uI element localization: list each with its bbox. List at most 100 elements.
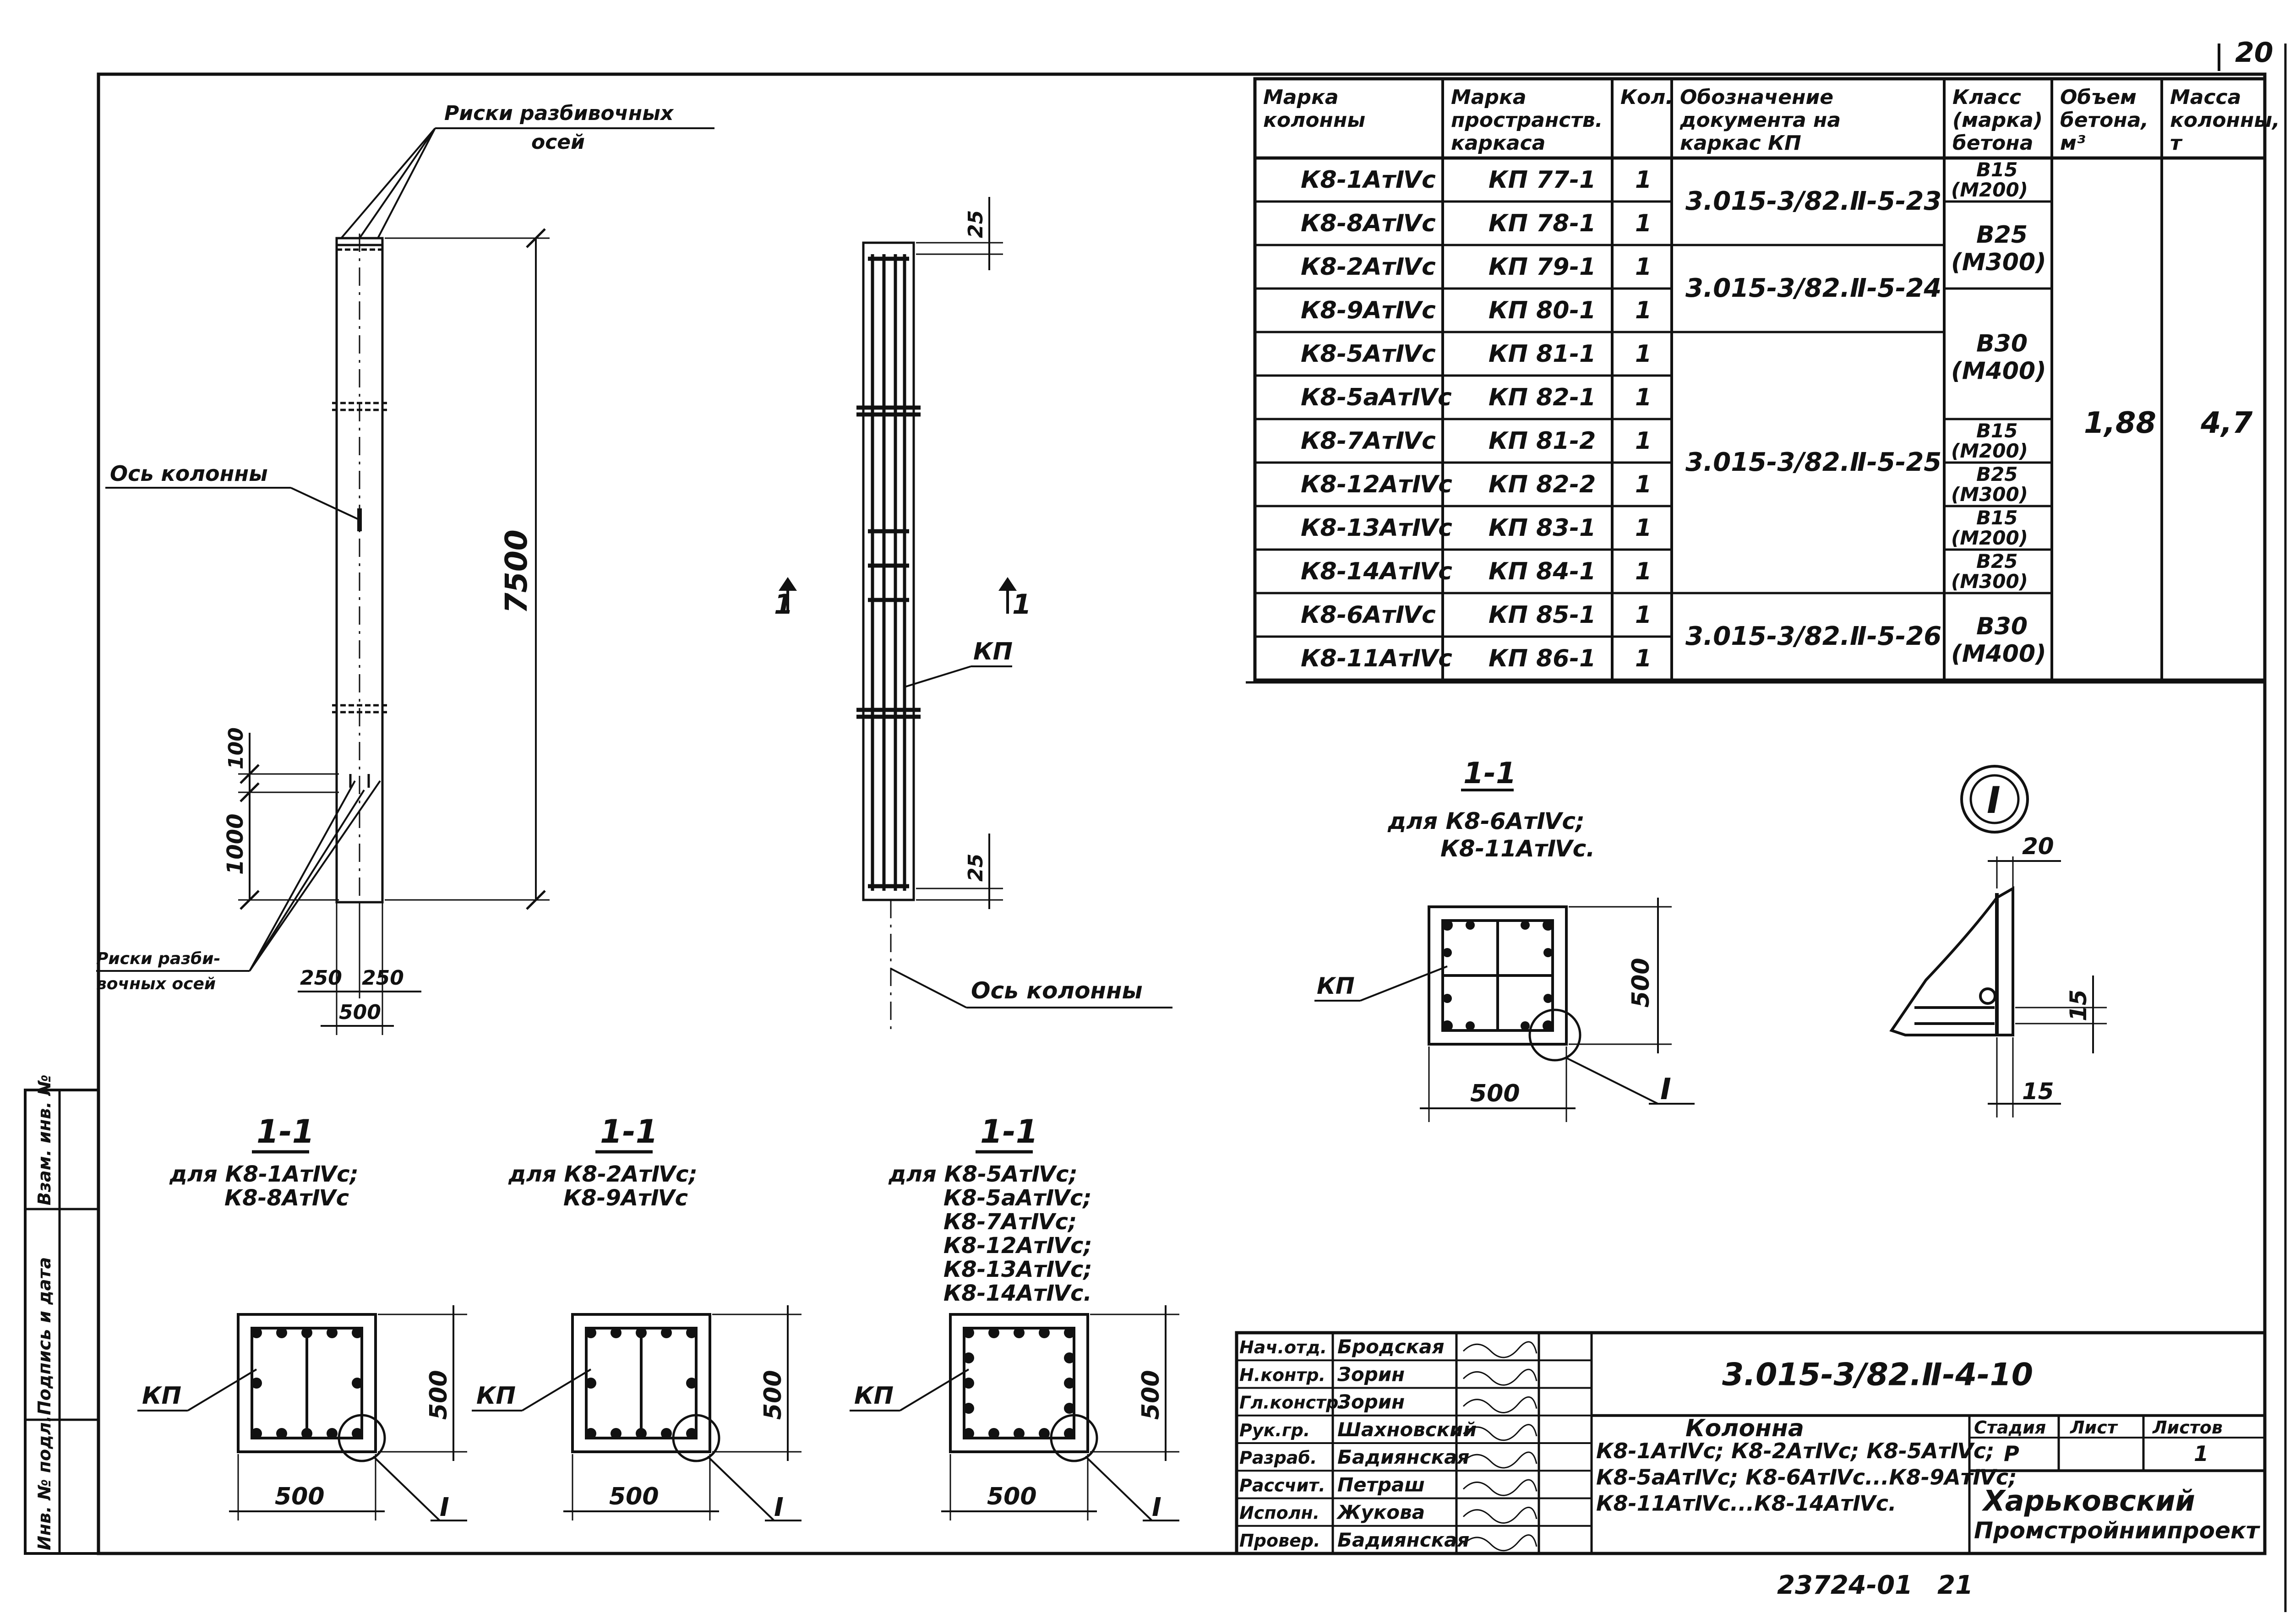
spec-doc-3: 3.015-3/82.Ⅱ-5-26: [1685, 621, 1941, 651]
spec-row-frame-8: КП 83-1: [1488, 514, 1596, 542]
spec-row-frame-4: КП 81-1: [1488, 340, 1596, 368]
spec-row-qty-5: 1: [1635, 384, 1652, 411]
title-role-5: Рассчит.: [1239, 1475, 1325, 1495]
bottom-section-caption-0-1: К8-8АтⅣс: [224, 1185, 349, 1211]
spec-header-3-2: каркас КП: [1680, 131, 1801, 155]
spec-row-column-8: К8-13АтⅣс: [1301, 514, 1452, 542]
bottom-section-caption-2-3: К8-12АтⅣс;: [943, 1233, 1092, 1259]
spec-concrete-2-a: В30: [1976, 330, 2028, 358]
label-risks-top-2: осей: [531, 131, 585, 154]
spec-row-column-4: К8-5АтⅣс: [1301, 340, 1436, 368]
dim-side-top: 25: [964, 210, 987, 238]
spec-row-frame-9: КП 84-1: [1488, 558, 1596, 585]
spec-concrete-5-a: В15: [1976, 507, 2017, 529]
spec-mass: 4,7: [2200, 406, 2253, 440]
stamp-sign-date: Подпись и дата: [34, 1257, 55, 1415]
title-name-7: Бадиянская: [1337, 1529, 1469, 1551]
spec-header-1-1: пространств.: [1451, 109, 1603, 132]
title-doc-code: 3.015-3/82.Ⅱ-4-10: [1722, 1357, 2033, 1393]
spec-row-frame-11: КП 86-1: [1488, 645, 1596, 672]
stamp-inv-podl: Инв. № подл.: [34, 1416, 55, 1550]
spec-concrete-1-a: В25: [1976, 221, 2028, 249]
section-right-kp: КП: [1317, 973, 1355, 999]
spec-header-5-0: Объем: [2060, 86, 2137, 109]
title-role-7: Провер.: [1239, 1531, 1320, 1551]
section-right-dim-w: 500: [1470, 1080, 1520, 1107]
title-role-2: Гл.констр.: [1239, 1393, 1345, 1413]
title-org-1: Харьковский: [1981, 1484, 2195, 1518]
spec-concrete-6-a: В25: [1976, 550, 2017, 572]
spec-header-4-0: Класс: [1952, 86, 2021, 109]
node-detail: I 20 15 15: [1889, 765, 2107, 1117]
bottom-section-caption-2-0: для К8-5АтⅣс;: [888, 1161, 1078, 1187]
spec-row-qty-9: 1: [1635, 558, 1652, 585]
title-desc-1: К8-5аАтⅣс; К8-6АтⅣс...К8-9АтⅣс;: [1596, 1465, 2017, 1489]
title-name-3: Шахновский: [1337, 1418, 1477, 1441]
spec-header-6-1: колонны,: [2170, 109, 2280, 132]
spec-concrete-1-b: (М300): [1951, 249, 2046, 276]
spec-row-column-11: К8-11АтⅣс: [1301, 645, 1452, 672]
bottom-section-node-2: I: [1152, 1493, 1161, 1522]
spec-concrete-4-b: (М300): [1951, 483, 2028, 506]
spec-row-column-10: К8-6АтⅣс: [1301, 601, 1436, 629]
bottom-section-title-2: 1-1: [980, 1113, 1038, 1150]
title-block: Нач.отд.БродскаяН.контр.ЗоринГл.констр.З…: [1235, 1331, 2267, 1555]
spec-concrete-3-a: В15: [1976, 420, 2017, 442]
spec-header-5-2: м³: [2060, 131, 2085, 155]
bottom-section-dim-h-0: 500: [425, 1370, 453, 1420]
spec-row-qty-7: 1: [1635, 471, 1652, 498]
spec-row-column-3: К8-9АтⅣс: [1301, 297, 1436, 324]
title-sheet-label: Лист: [2070, 1417, 2118, 1438]
bottom-section-title-1: 1-1: [600, 1113, 658, 1150]
dim-100: 100: [224, 727, 248, 769]
spec-concrete-6-b: (М300): [1951, 570, 2028, 593]
footer-code: 23724-01: [1777, 1570, 1913, 1600]
page-number: 20: [2235, 37, 2274, 69]
title-role-1: Н.контр.: [1239, 1365, 1325, 1385]
section-right: 1-1 для К8-6АтⅣс; К8-11АтⅣс. I КП 500 50…: [1314, 757, 1695, 1122]
title-stage: Р: [2004, 1441, 2019, 1466]
section-right-caption-2: К8-11АтⅣс.: [1440, 835, 1595, 862]
side-stamp: Инв. № подл. Подпись и дата Взам. инв. №: [24, 1074, 100, 1555]
spec-header-0-1: колонны: [1263, 109, 1365, 132]
bottom-section-caption-2-1: К8-5аАтⅣс;: [943, 1185, 1092, 1211]
sheet-frame: [97, 72, 2267, 1555]
node-dim-15a: 15: [2065, 989, 2092, 1021]
spec-row-qty-1: 1: [1635, 210, 1652, 237]
title-name-2: Зорин: [1337, 1391, 1405, 1413]
spec-header-1-2: каркаса: [1451, 131, 1545, 155]
node-dim-15b: 15: [2022, 1078, 2054, 1105]
bottom-section-dim-w-0: 500: [275, 1483, 325, 1510]
bottom-section-caption-2-4: К8-13АтⅣс;: [943, 1257, 1092, 1282]
spec-doc-0: 3.015-3/82.Ⅱ-5-23: [1685, 186, 1941, 216]
spec-doc-2: 3.015-3/82.Ⅱ-5-25: [1685, 447, 1941, 477]
spec-doc-1: 3.015-3/82.Ⅱ-5-24: [1685, 273, 1941, 303]
title-role-4: Разраб.: [1239, 1448, 1317, 1468]
label-risks-bottom-1: Риски разби-: [96, 949, 220, 968]
spec-row-frame-2: КП 79-1: [1488, 253, 1596, 281]
spec-header-4-2: бетона: [1952, 131, 2033, 155]
bottom-section-kp-2: КП: [854, 1382, 894, 1410]
title-desc-0: К8-1АтⅣс; К8-2АтⅣс; К8-5АтⅣс;: [1596, 1439, 1995, 1463]
spec-concrete-0-a: В15: [1976, 158, 2017, 181]
label-kp-side: КП: [973, 638, 1013, 665]
bottom-section-dim-h-2: 500: [1137, 1370, 1165, 1420]
spec-header-3-0: Обозначение: [1680, 86, 1833, 109]
dim-250-right: 250: [362, 966, 404, 990]
spec-header-6-2: т: [2170, 131, 2183, 155]
bottom-section-caption-2-5: К8-14АтⅣс.: [943, 1281, 1092, 1306]
node-dim-20: 20: [2022, 833, 2054, 860]
title-role-3: Рук.гр.: [1239, 1420, 1310, 1440]
node-detail-mark: I: [1987, 779, 2001, 822]
dim-column-height: 7500: [499, 529, 534, 614]
title-sheets-label: Листов: [2152, 1417, 2223, 1438]
title-name-6: Жукова: [1336, 1501, 1425, 1524]
bottom-section-caption-2-2: К8-7АтⅣс;: [943, 1209, 1077, 1235]
bottom-section-kp-1: КП: [476, 1382, 516, 1410]
spec-row-qty-0: 1: [1635, 166, 1652, 194]
spec-concrete-0-b: (М200): [1951, 179, 2028, 201]
title-name-0: Бродская: [1337, 1335, 1445, 1358]
spec-header-0-0: Марка: [1263, 86, 1339, 109]
